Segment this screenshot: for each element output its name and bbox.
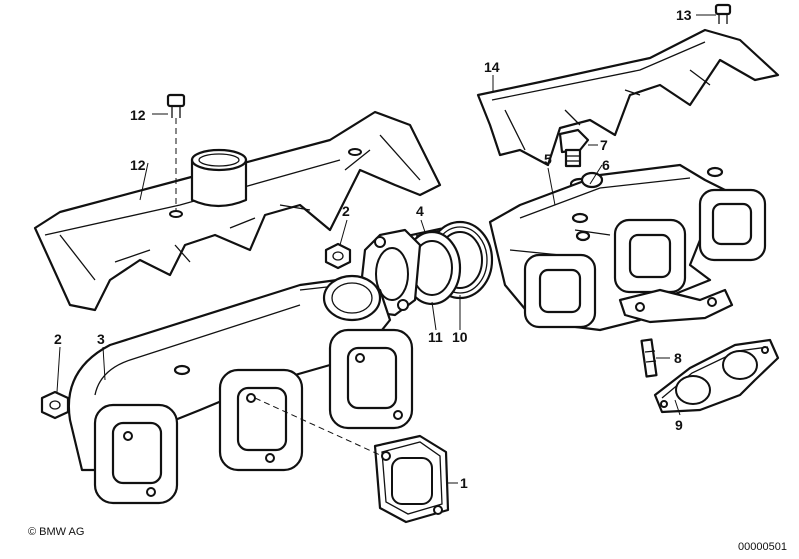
exhaust-manifold-right[interactable]	[488, 163, 767, 332]
gasket-1[interactable]	[373, 434, 450, 524]
leader-lines	[56, 14, 716, 484]
copyright-text: © BMW AG	[28, 526, 85, 538]
stud-8[interactable]	[640, 338, 658, 378]
callout-12: 12	[130, 157, 146, 173]
callout-5: 5	[544, 151, 552, 167]
callout-2-lower: 2	[54, 331, 62, 347]
bolt-7[interactable]	[558, 128, 590, 168]
callout-10: 10	[452, 329, 468, 345]
heat-shield-right[interactable]	[476, 28, 780, 167]
callout-1: 1	[460, 475, 468, 491]
callout-2-upper: 2	[342, 203, 350, 219]
callout-8: 8	[674, 350, 682, 366]
callout-7: 7	[600, 137, 608, 153]
callout-3: 3	[97, 331, 105, 347]
callout-9: 9	[675, 417, 683, 433]
nut-lower[interactable]	[40, 390, 70, 420]
bolt-left[interactable]	[166, 93, 186, 118]
callout-14: 14	[484, 59, 500, 75]
document-number: 00000501	[738, 541, 787, 553]
callout-4: 4	[416, 203, 424, 219]
callout-6: 6	[602, 157, 610, 173]
callout-11: 11	[428, 329, 443, 345]
callout-13-left: 12	[130, 107, 146, 123]
bolt-right[interactable]	[714, 3, 732, 24]
heat-shield-outlet-collar	[190, 148, 248, 208]
heat-shield-left[interactable]	[33, 110, 442, 312]
callout-13-right: 13	[676, 7, 692, 23]
nut-upper[interactable]	[324, 242, 352, 270]
exhaust-manifold-left[interactable]	[67, 274, 414, 505]
gasket-9[interactable]	[653, 338, 780, 414]
